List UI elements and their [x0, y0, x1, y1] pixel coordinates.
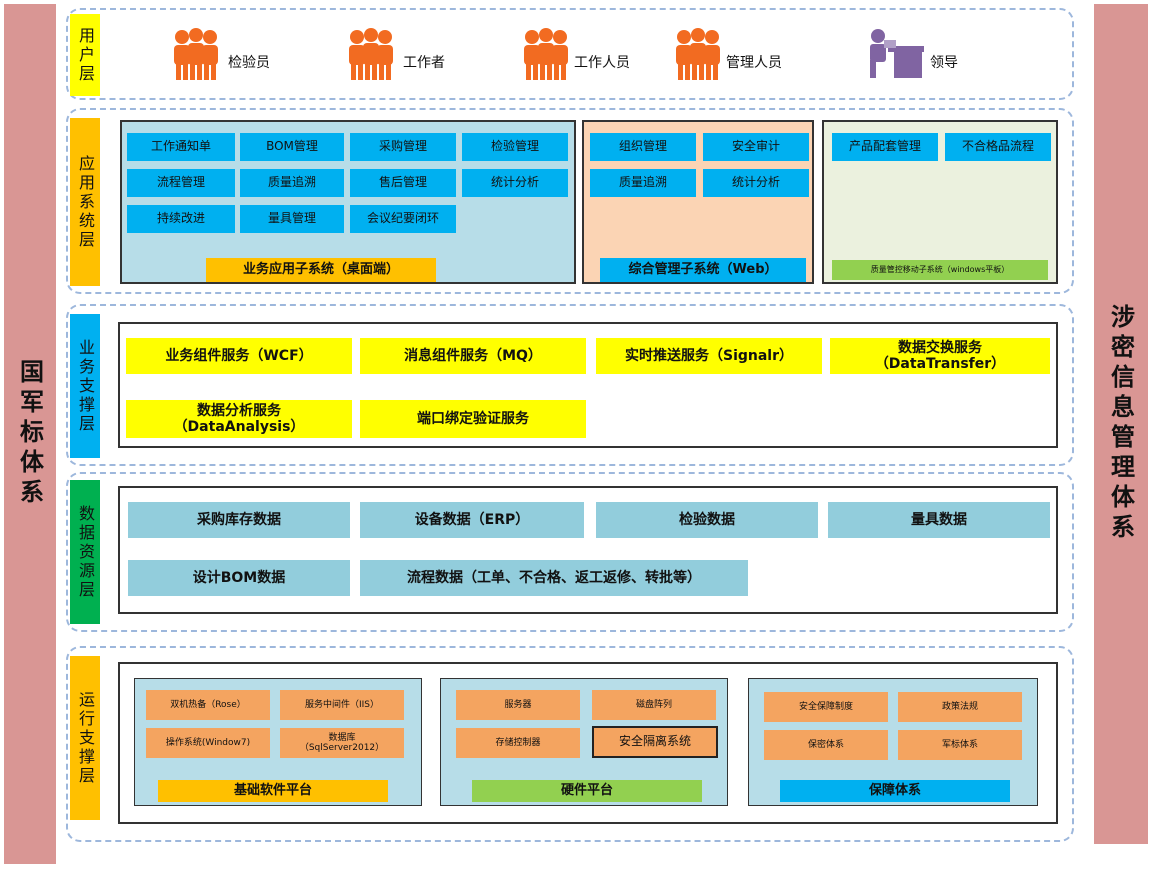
mobile-subsystem-title: 质量管控移动子系统（windows平板）: [832, 260, 1048, 280]
people-group-icon: [520, 28, 572, 82]
app-module-box: 售后管理: [350, 169, 456, 197]
service-box: 数据分析服务 （DataAnalysis）: [126, 400, 352, 438]
platform-item-box: 双机热备（Rose）: [146, 690, 270, 720]
platform-item-box: 安全隔离系统: [592, 726, 718, 758]
app-module-box: 组织管理: [590, 133, 696, 161]
app-module-box: 检验管理: [462, 133, 568, 161]
data-resource-box: 量具数据: [828, 502, 1050, 538]
user-label: 工作人员: [574, 55, 630, 71]
service-box: 消息组件服务（MQ）: [360, 338, 586, 374]
app-module-box: 统计分析: [462, 169, 568, 197]
app-module-box: 统计分析: [703, 169, 809, 197]
national-military-standard-system: 国军标体系: [4, 4, 56, 864]
app-module-box: 安全审计: [703, 133, 809, 161]
ops-layer-label: 运行支撑层: [70, 656, 100, 820]
platform-item-box: 安全保障制度: [764, 692, 888, 722]
platform-item-box: 操作系统(Window7): [146, 728, 270, 758]
right-side-label: 涉密信息管理体系: [1106, 304, 1135, 544]
desktop-subsystem-title: 业务应用子系统（桌面端）: [206, 258, 436, 282]
app-module-box: 持续改进: [127, 205, 235, 233]
app-module-box: BOM管理: [240, 133, 344, 161]
user-label: 工作者: [403, 55, 445, 71]
data-resource-layer: [66, 472, 1074, 632]
user-label: 检验员: [228, 55, 270, 71]
app-module-box: 量具管理: [240, 205, 344, 233]
platform-item-box: 磁盘阵列: [592, 690, 716, 720]
service-box: 业务组件服务（WCF）: [126, 338, 352, 374]
app-module-box: 采购管理: [350, 133, 456, 161]
service-box: 端口绑定验证服务: [360, 400, 586, 438]
leader-at-desk-icon: [864, 26, 926, 86]
biz-layer-label: 业务支撑层: [70, 314, 100, 458]
app-module-box: 工作通知单: [127, 133, 235, 161]
left-side-label: 国军标体系: [15, 359, 44, 509]
app-module-box: 质量追溯: [240, 169, 344, 197]
data-resource-box: 设备数据（ERP）: [360, 502, 584, 538]
hardware-platform-title: 硬件平台: [472, 780, 702, 802]
user-layer: [66, 8, 1074, 100]
service-box: 实时推送服务（Signalr）: [596, 338, 822, 374]
platform-item-box: 政策法规: [898, 692, 1022, 722]
data-resource-box: 检验数据: [596, 502, 818, 538]
business-support-layer: [66, 304, 1074, 466]
app-module-box: 会议纪要闭环: [350, 205, 456, 233]
data-layer-label: 数据资源层: [70, 480, 100, 624]
data-resource-box: 采购库存数据: [128, 502, 350, 538]
app-layer-label: 应用系统层: [70, 118, 100, 286]
people-group-icon: [170, 28, 222, 82]
platform-item-box: 保密体系: [764, 730, 888, 760]
app-module-box: 质量追溯: [590, 169, 696, 197]
platform-item-box: 存储控制器: [456, 728, 580, 758]
security-system-title: 保障体系: [780, 780, 1010, 802]
people-group-icon: [672, 28, 724, 82]
platform-item-box: 服务器: [456, 690, 580, 720]
web-subsystem-title: 综合管理子系统（Web）: [600, 258, 806, 282]
user-label: 管理人员: [726, 55, 782, 71]
app-module-box: 产品配套管理: [832, 133, 938, 161]
app-system-layer: [66, 108, 1074, 294]
platform-item-box: 服务中间件（IIS）: [280, 690, 404, 720]
data-resource-box: 流程数据（工单、不合格、返工返修、转批等）: [360, 560, 748, 596]
classified-info-management-system: 涉密信息管理体系: [1094, 4, 1148, 844]
software-platform-title: 基础软件平台: [158, 780, 388, 802]
user-layer-label: 用户层: [70, 14, 100, 96]
data-resource-box: 设计BOM数据: [128, 560, 350, 596]
user-label: 领导: [930, 55, 958, 71]
people-group-icon: [345, 28, 397, 82]
platform-item-box: 军标体系: [898, 730, 1022, 760]
platform-item-box: 数据库 （SqlServer2012）: [280, 728, 404, 758]
app-module-box: 不合格品流程: [945, 133, 1051, 161]
operation-support-layer: [66, 646, 1074, 842]
app-module-box: 流程管理: [127, 169, 235, 197]
service-box: 数据交换服务 （DataTransfer）: [830, 338, 1050, 374]
